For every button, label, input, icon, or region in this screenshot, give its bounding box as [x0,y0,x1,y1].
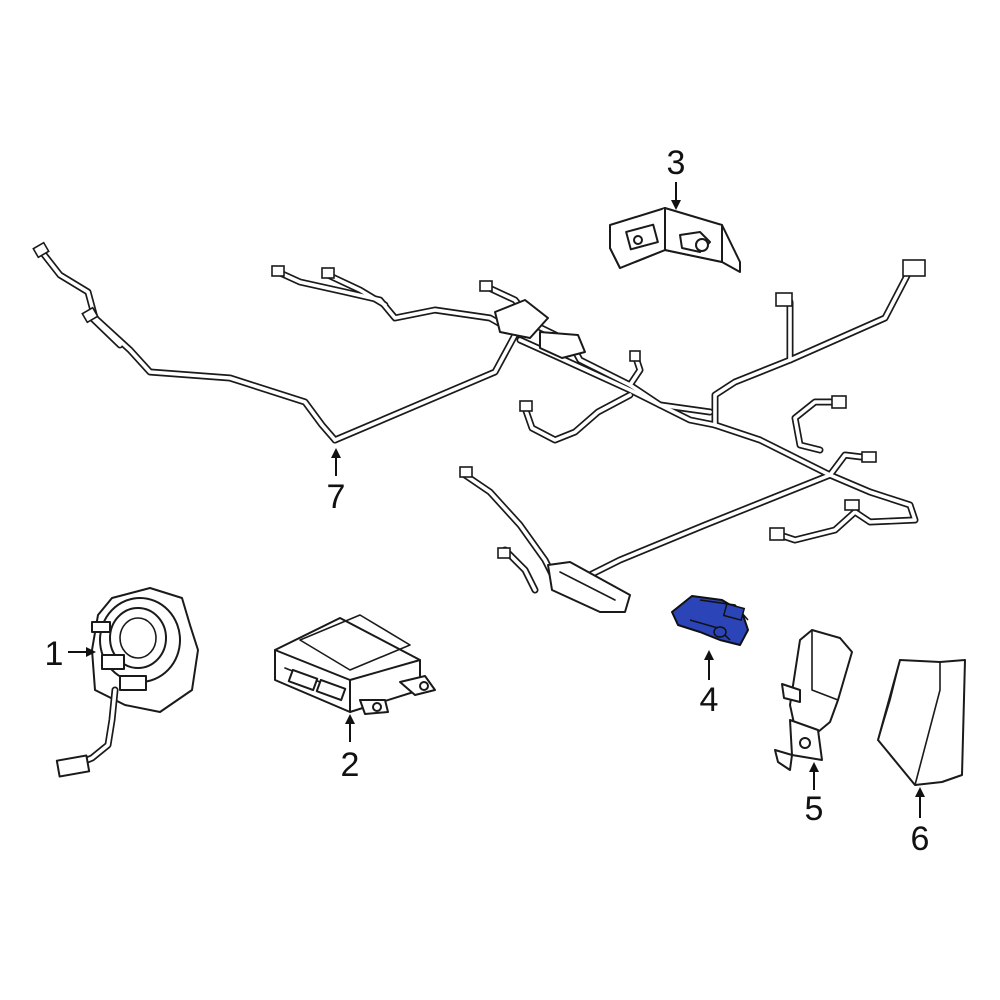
trim-cover[interactable] [877,659,966,786]
callout-4: 4 [700,681,719,719]
callout-6: 6 [911,820,930,858]
callout-5: 5 [805,790,824,828]
side-sensor[interactable] [774,629,853,771]
sensor-bracket[interactable] [609,207,741,273]
callout-leaders [68,182,925,818]
airbag-control-module[interactable] [274,614,436,715]
callout-labels: 1 2 3 4 5 6 7 [45,144,930,858]
impact-sensor-highlighted[interactable] [671,595,749,646]
clock-spring[interactable] [55,587,199,778]
wiring-harness[interactable] [32,241,926,613]
callout-3: 3 [667,144,686,182]
callout-7: 7 [327,478,346,516]
callout-2: 2 [341,746,360,784]
callout-1: 1 [45,635,64,673]
